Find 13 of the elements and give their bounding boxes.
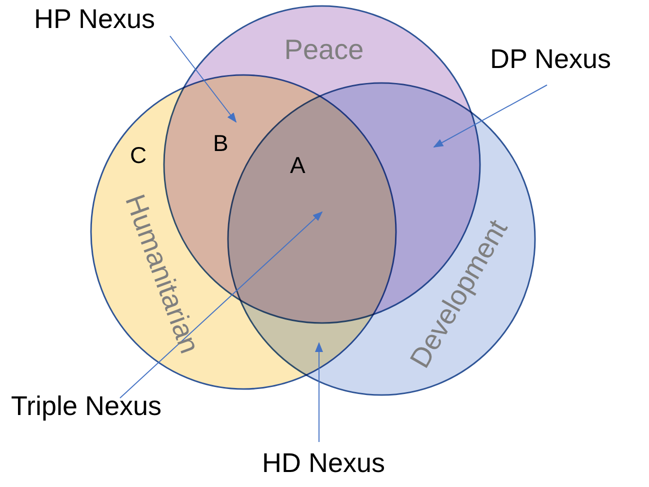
nexus-label: HP Nexus (34, 6, 156, 33)
nexus-label: HD Nexus (262, 450, 386, 477)
region-letter: C (130, 144, 147, 167)
leader-arrow (120, 211, 323, 398)
leader-arrow (433, 84, 548, 148)
nexus-label: DP Nexus (490, 46, 612, 73)
nexus-label: Triple Nexus (11, 393, 162, 420)
region-letter: B (213, 132, 228, 155)
circle-title: Peace (284, 36, 364, 64)
leader-arrow (170, 36, 237, 123)
leader-arrow (315, 342, 323, 442)
venn-circle (227, 82, 536, 396)
region-letter: A (290, 154, 306, 177)
